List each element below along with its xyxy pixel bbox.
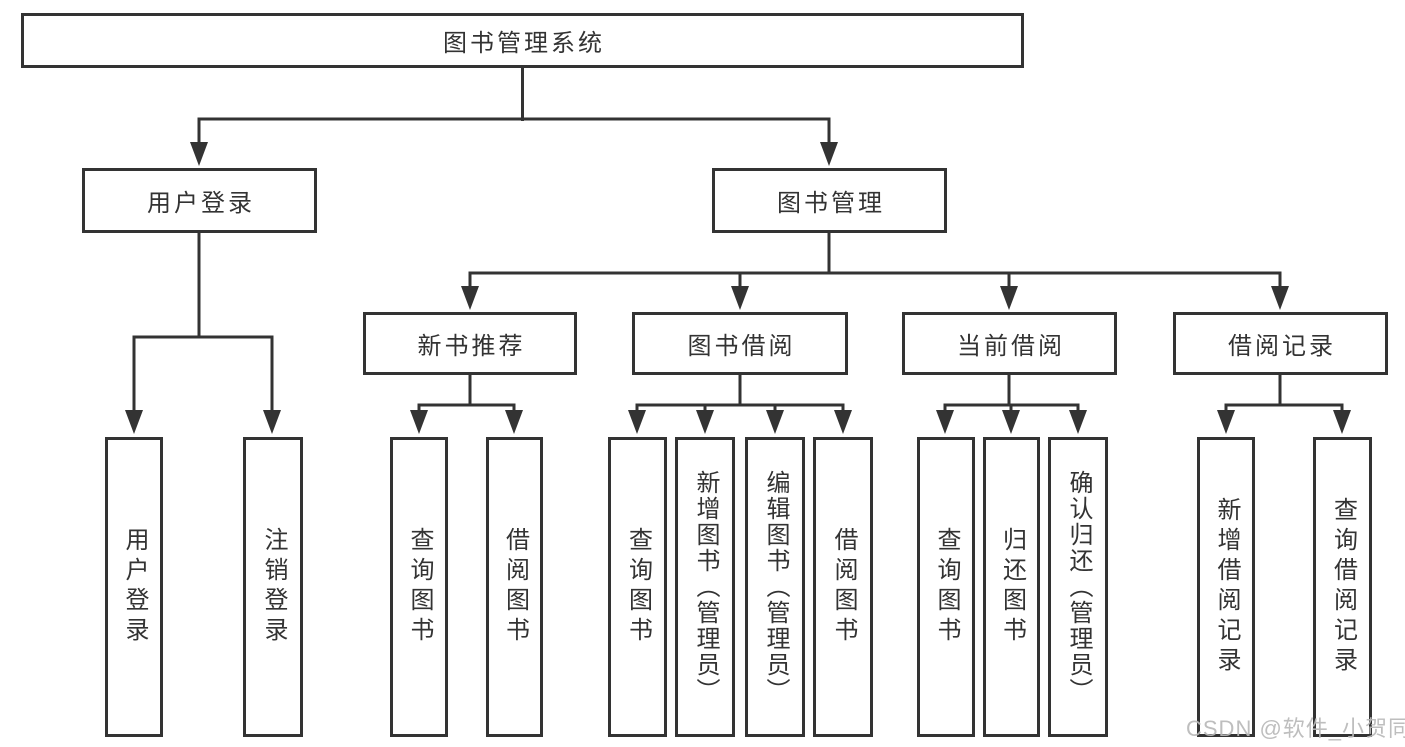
node-label: 查询借阅记录	[1329, 497, 1357, 677]
arrow-down-icon	[820, 142, 838, 166]
csdn-watermark: CSDN @软件_小贺同学	[1186, 716, 1405, 741]
node-label: 新书推荐	[417, 333, 526, 360]
node-label: 用户登录	[147, 190, 255, 217]
node-book-borrow: 图书借阅	[632, 312, 848, 375]
arrow-down-icon	[936, 410, 954, 434]
node-leaf-borrow-query-books: 查询图书	[608, 437, 667, 737]
node-label: 查询图书	[933, 527, 960, 647]
connector-user-login-children	[125, 233, 281, 434]
node-borrow-records: 借阅记录	[1173, 312, 1388, 375]
node-leaf-return-books: 归还图书	[983, 437, 1040, 737]
arrow-down-icon	[1000, 286, 1018, 310]
node-label: 图书管理系统	[443, 30, 605, 57]
node-label: 查询图书	[406, 527, 433, 647]
connector-book-borrow-children	[628, 375, 852, 434]
node-leaf-current-query-books: 查询图书	[917, 437, 975, 737]
node-leaf-add-borrow-record: 新增借阅记录	[1197, 437, 1255, 737]
node-label: 借阅记录	[1228, 333, 1336, 360]
node-label: 新增借阅记录	[1213, 497, 1240, 677]
node-label: 当前借阅	[957, 333, 1065, 360]
node-label: 借阅图书	[830, 527, 857, 647]
node-leaf-borrow-books: 借阅图书	[813, 437, 873, 737]
arrow-down-icon	[410, 410, 428, 434]
arrow-down-icon	[263, 410, 281, 434]
arrow-down-icon	[731, 286, 749, 310]
arrow-down-icon	[628, 410, 646, 434]
node-leaf-add-book-admin: 新增图书（管理员）	[675, 437, 735, 737]
node-leaf-recommend-borrow-books: 借阅图书	[486, 437, 543, 737]
arrow-down-icon	[834, 410, 852, 434]
arrow-down-icon	[696, 410, 714, 434]
connector-new-book-children	[410, 375, 523, 434]
arrow-down-icon	[505, 410, 523, 434]
connector-book-management-children	[461, 233, 1289, 310]
node-label: 新增图书（管理员）	[692, 470, 719, 704]
node-user-login-module: 用户登录	[82, 168, 317, 233]
node-label: 编辑图书（管理员）	[762, 470, 789, 704]
node-label: 用户登录	[121, 527, 148, 647]
node-leaf-recommend-query-books: 查询图书	[390, 437, 448, 737]
node-label: 借阅图书	[501, 527, 529, 647]
node-leaf-query-borrow-record: 查询借阅记录	[1313, 437, 1372, 737]
node-label: 图书管理	[777, 190, 885, 217]
arrow-down-icon	[1333, 410, 1351, 434]
arrow-down-icon	[190, 142, 208, 166]
node-label: 图书借阅	[687, 333, 796, 360]
node-label: 归还图书	[998, 527, 1026, 647]
node-library-management-system: 图书管理系统	[21, 13, 1024, 68]
node-label: 注销登录	[260, 527, 287, 647]
arrow-down-icon	[1069, 410, 1087, 434]
node-current-borrow: 当前借阅	[902, 312, 1117, 375]
connector-root-to-level2	[190, 66, 838, 166]
arrow-down-icon	[1217, 410, 1235, 434]
node-leaf-user-login: 用户登录	[105, 437, 163, 737]
node-leaf-edit-book-admin: 编辑图书（管理员）	[745, 437, 805, 737]
connector-current-borrow-children	[936, 375, 1087, 434]
node-leaf-logout: 注销登录	[243, 437, 303, 737]
node-label: 确认归还（管理员）	[1065, 470, 1092, 704]
node-new-book-recommend: 新书推荐	[363, 312, 577, 375]
arrow-down-icon	[461, 286, 479, 310]
node-book-management-module: 图书管理	[712, 168, 947, 233]
arrow-down-icon	[1002, 410, 1020, 434]
node-label: 查询图书	[624, 527, 652, 647]
arrow-down-icon	[766, 410, 784, 434]
connector-borrow-records-children	[1217, 375, 1351, 434]
arrow-down-icon	[1271, 286, 1289, 310]
node-leaf-confirm-return-admin: 确认归还（管理员）	[1048, 437, 1108, 737]
arrow-down-icon	[125, 410, 143, 434]
